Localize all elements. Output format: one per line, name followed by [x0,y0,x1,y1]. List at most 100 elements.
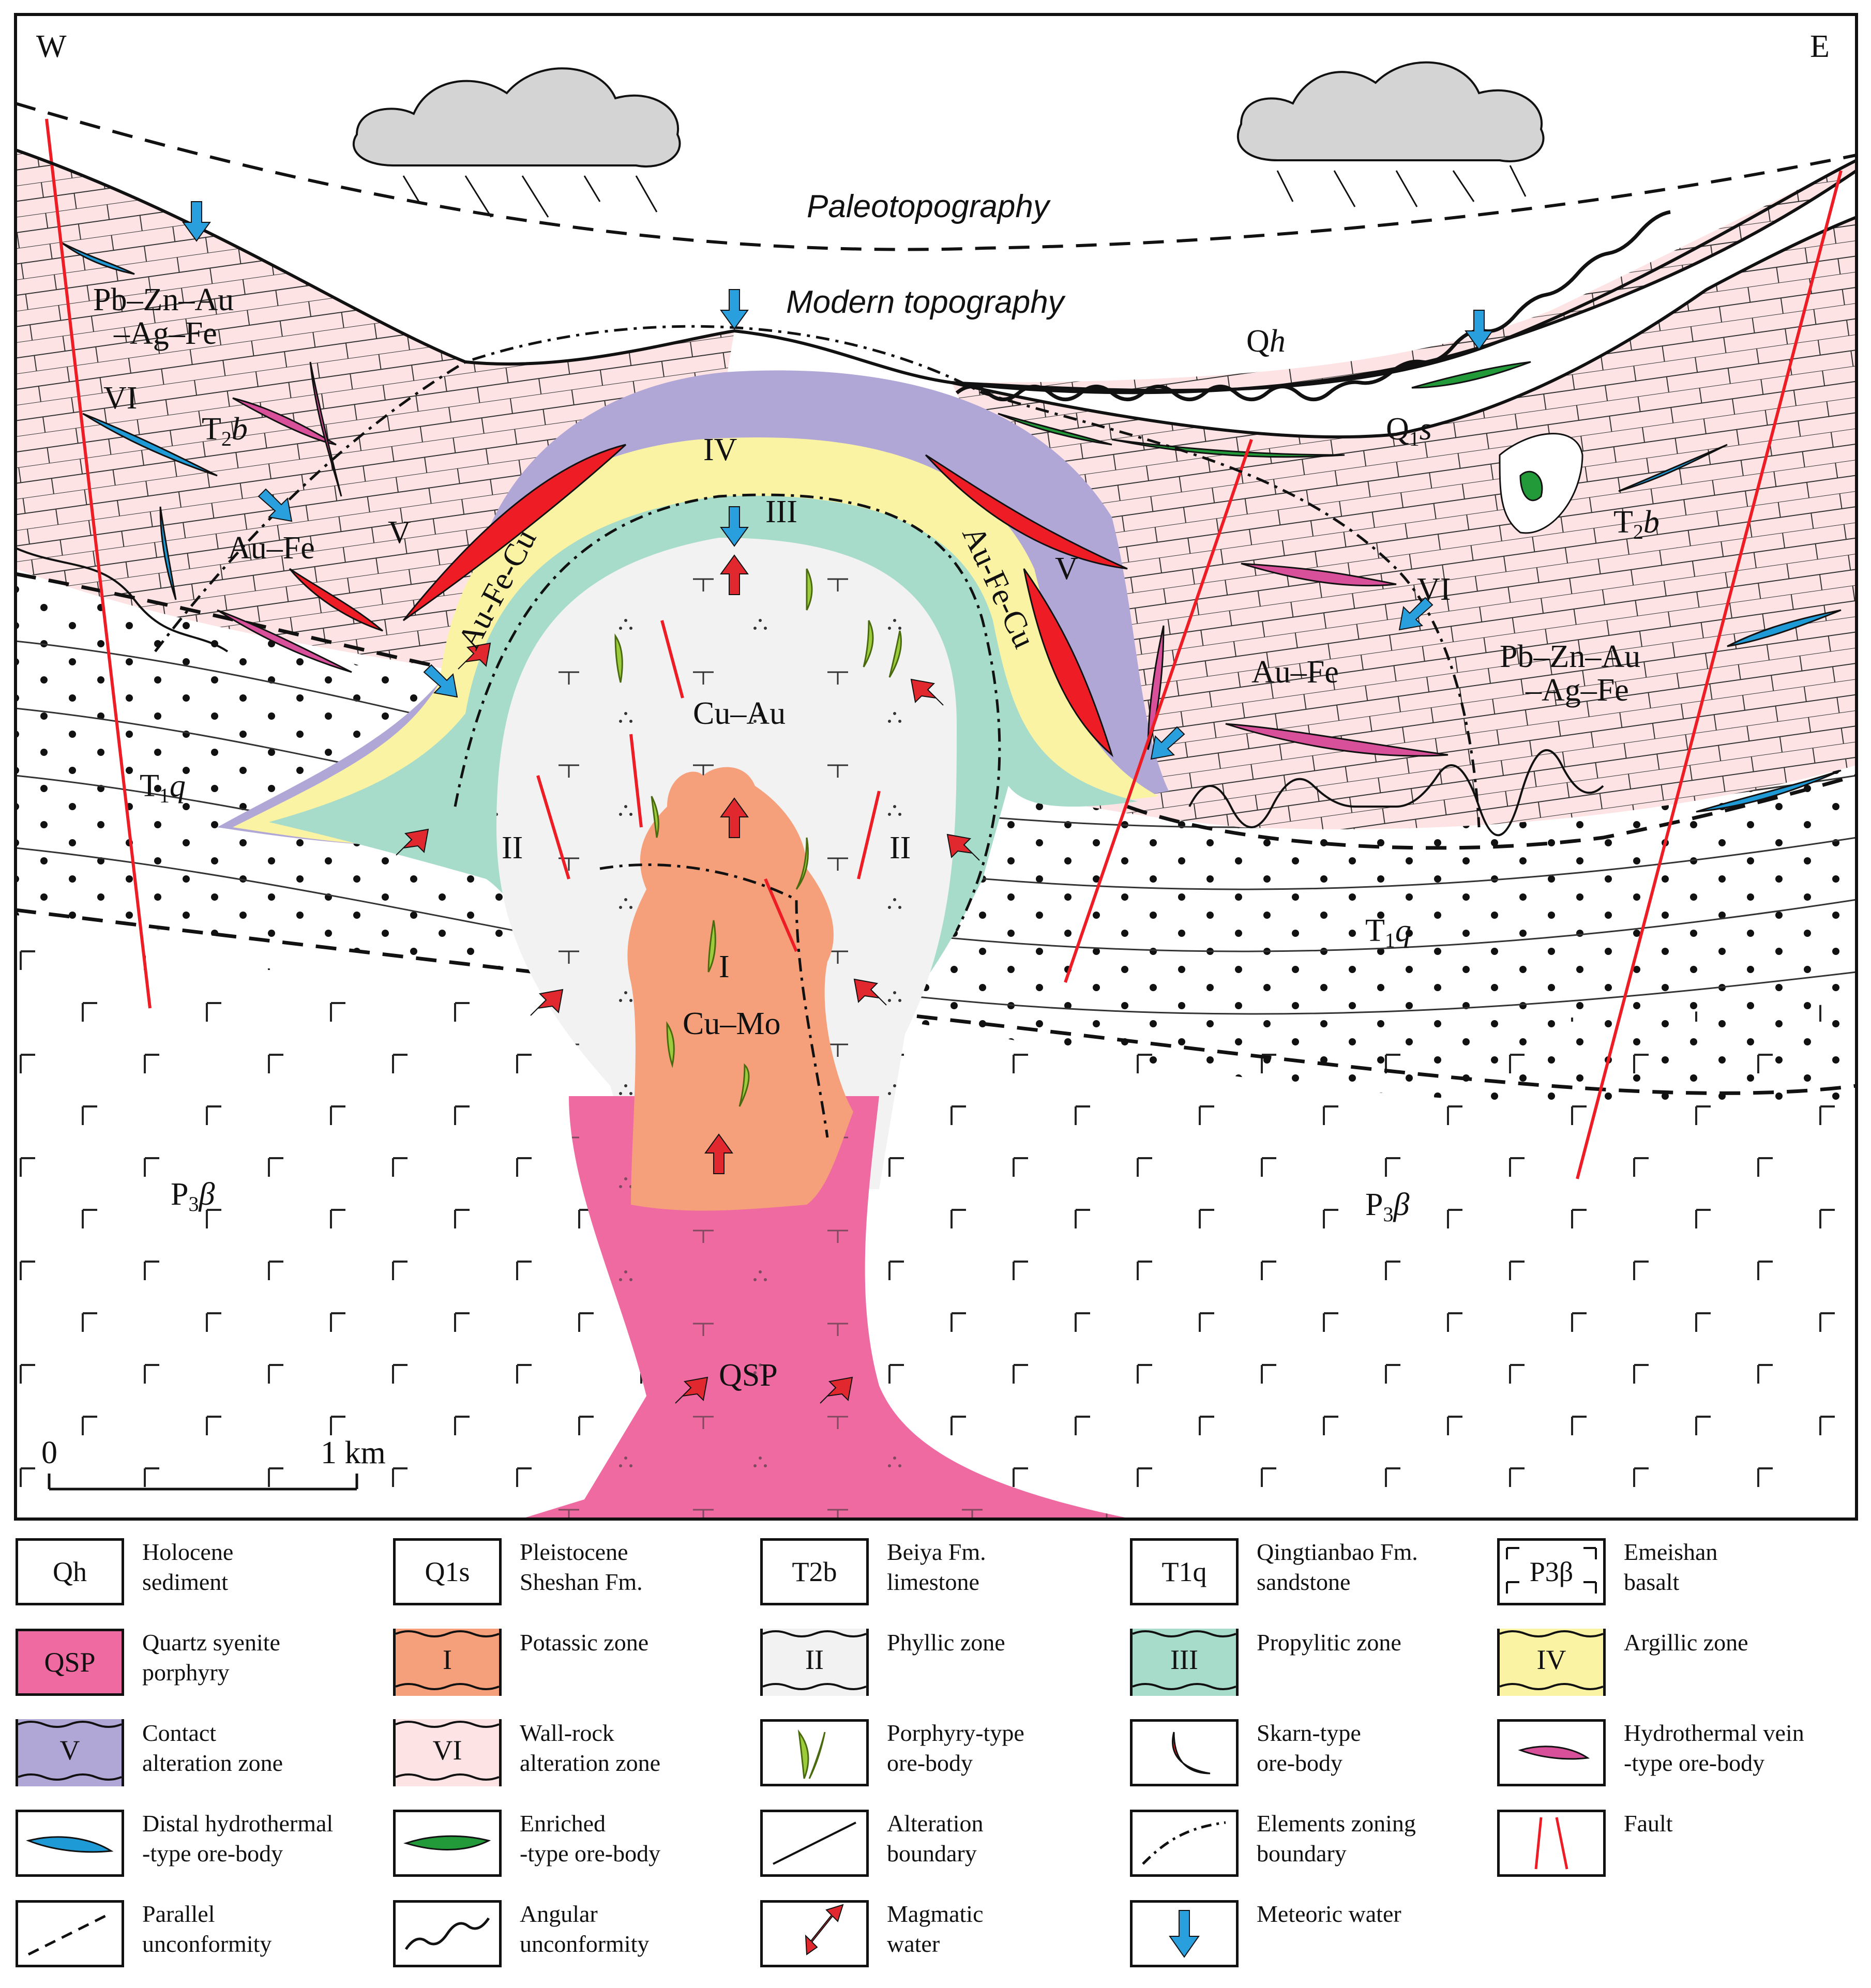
enriched-icon [403,1835,491,1850]
parallel-unconformity-east [1126,773,1857,850]
legend-label: Meteoric water [1257,1901,1401,1927]
legend-swatch [1497,1719,1606,1786]
aufe-west-label: Au–Fe [228,530,315,566]
modern-topography-label: Modern topography [786,284,1066,320]
legend-item: Q1s Pleistocene Sheshan Fm. [393,1533,755,1616]
legend-label: Qingtianbao Fm. sandstone [1257,1539,1418,1595]
paleotopography-line [16,102,1857,251]
distal-icon [26,1836,114,1853]
legend-label: Contact alteration zone [142,1720,283,1776]
porphyry-icon [797,1729,826,1779]
parallel-unconformity-west [16,572,466,674]
vi-east-label: VI [1417,572,1451,607]
legend-label: Porphyry-type ore-body [887,1720,1024,1776]
t2b-east-label: T2b [1613,505,1659,543]
magmatic-water-arrows [396,554,980,1404]
legend-swatch: I [393,1629,502,1696]
paleotopography-label: Paleotopography [807,189,1051,224]
pleistocene-sheshan-formation [951,169,1857,439]
legend-item: Hydrothermal vein -type ore-body [1497,1714,1859,1797]
legend-swatch-text: P3β [1529,1556,1574,1587]
zoning-boundary-icon [1142,1821,1226,1865]
legend-swatch-text: V [59,1735,80,1766]
angular-unconformity [955,210,1671,401]
legend-label: Quartz syenite porphyry [142,1629,280,1686]
legend-label: Pleistocene Sheshan Fm. [520,1539,643,1595]
legend-swatch [393,1900,502,1967]
cross-section-diagram: W E Paleotopography Modern topography Pb… [14,13,1858,1521]
qsp-label: QSP [719,1358,778,1393]
legend-swatch [760,1900,869,1967]
pbzn-east-line2: –Ag–Fe [1525,673,1629,708]
legend-swatch-text: IV [1536,1644,1566,1675]
cuau-label: Cu–Au [693,696,786,731]
legend-item: Alteration boundary [760,1804,1122,1887]
meteoric-arrow-icon [1169,1910,1200,1958]
magmatic-arrow-icon [805,1904,844,1955]
legend-label: Parallel unconformity [142,1901,272,1957]
legend-item: I Potassic zone [393,1623,755,1706]
legend-item: IV Argillic zone [1497,1623,1859,1706]
legend-label: Distal hydrothermal -type ore-body [142,1810,334,1866]
pbzn-west-line2: –Ag–Fe [113,316,217,351]
legend-swatch-text: Q1s [425,1556,470,1587]
pbzn-east-line1: Pb–Zn–Au [1500,639,1640,674]
pbzn-west-line1: Pb–Zn–Au [93,282,234,317]
phyllic-zone-west-label: II [502,830,523,866]
scale-bar [48,1474,358,1491]
legend-swatch-text: I [443,1644,452,1675]
legend-swatch: Qh [16,1538,124,1605]
legend-swatch [1497,1810,1606,1877]
cloud-icon [353,67,681,218]
legend-swatch-text: QSP [44,1647,96,1678]
contact-zone-west-label: V [388,515,411,550]
legend-swatch-text: VI [432,1735,462,1766]
legend-item: II Phyllic zone [760,1623,1122,1706]
qh-label: Qh [1246,324,1286,359]
potassic-zone [627,767,853,1211]
legend-label: Holocene sediment [142,1539,234,1595]
meteoric-water-arrows [182,201,1493,760]
legend-label: Potassic zone [520,1629,649,1656]
legend-item: QSP Quartz syenite porphyry [16,1623,378,1706]
contact-zone-east-label: V [1055,551,1078,586]
legend-swatch [1130,1719,1239,1786]
p3b-east-label: P3β [1365,1187,1409,1226]
legend-swatch [760,1719,869,1786]
modern-topography-line [16,148,1857,392]
legend-swatch: IV [1497,1629,1606,1696]
legend-label: Argillic zone [1624,1629,1748,1656]
legend-item: Elements zoning boundary [1130,1804,1492,1887]
legend-item: Porphyry-type ore-body [760,1714,1122,1797]
legend-swatch: Q1s [393,1538,502,1605]
legend-item: Skarn-type ore-body [1130,1714,1492,1797]
fault-icon [1534,1817,1568,1870]
skarn-icon [1172,1732,1211,1774]
p3b-west-label: P3β [171,1177,215,1216]
legend-label: Enriched -type ore-body [520,1810,661,1866]
legend-swatch [393,1810,502,1877]
angular-unconformity-icon [404,1917,490,1950]
legend-swatch: VI [393,1719,502,1786]
legend-swatch: P3β [1497,1538,1606,1605]
scale-end-label: 1 km [321,1435,386,1470]
legend-item: VI Wall-rock alteration zone [393,1714,755,1797]
parallel-unconformity-icon [27,1911,112,1956]
scale-start-label: 0 [41,1435,57,1470]
legend-swatch-text: II [805,1644,824,1675]
legend-label: Wall-rock alteration zone [520,1720,661,1776]
legend-label: Phyllic zone [887,1629,1005,1656]
t1q-west-label: T1q [140,768,186,807]
potassic-zone-label: I [719,949,730,984]
cumo-label: Cu–Mo [683,1006,780,1041]
argillic-zone-label: IV [703,432,737,467]
hydrothermal-vein-ore-bodies [217,361,1448,757]
legend-label: Alteration boundary [887,1810,984,1866]
legend-item: Magmatic water [760,1895,1122,1978]
aufe-east-label: Au–Fe [1251,655,1339,690]
vein-icon [1518,1746,1590,1760]
